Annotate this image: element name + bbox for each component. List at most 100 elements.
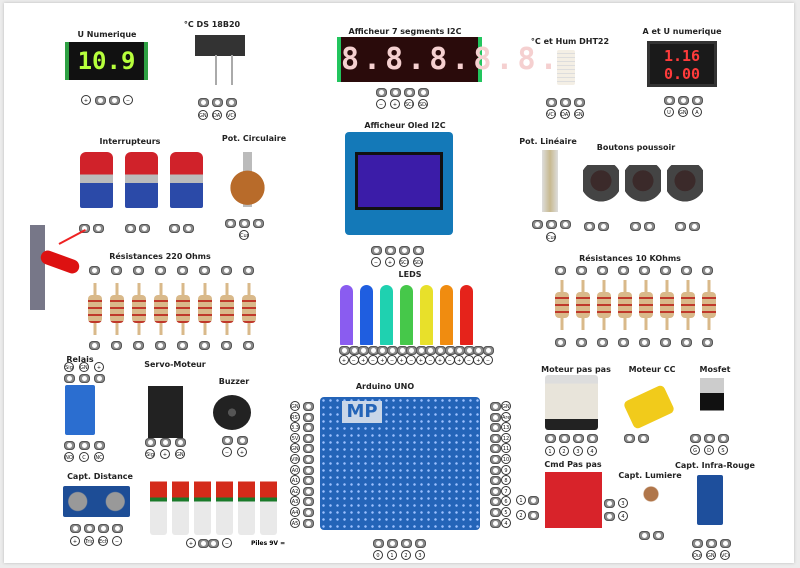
terminal-nut[interactable]	[463, 346, 475, 355]
terminal-nut[interactable]	[198, 98, 209, 107]
terminal-nut[interactable]	[401, 539, 412, 548]
terminal-nut[interactable]	[155, 341, 166, 350]
terminal-nut[interactable]	[690, 434, 701, 443]
terminal-nut[interactable]	[545, 434, 556, 443]
terminal-nut[interactable]	[303, 412, 314, 422]
terminal-nut[interactable]	[639, 338, 650, 347]
terminal-nut[interactable]	[624, 434, 635, 443]
terminal-nut[interactable]	[490, 486, 501, 496]
terminal-nut[interactable]	[576, 338, 587, 347]
terminal-nut[interactable]	[303, 486, 314, 496]
terminal-nut[interactable]	[94, 441, 105, 450]
terminal-nut[interactable]	[660, 338, 671, 347]
terminal-nut[interactable]	[348, 346, 360, 355]
terminal-nut[interactable]	[84, 524, 95, 533]
terminal-nut[interactable]	[597, 266, 608, 275]
terminal-nut[interactable]	[243, 266, 254, 275]
terminal-nut[interactable]	[111, 341, 122, 350]
terminal-nut[interactable]	[79, 224, 90, 233]
terminal-nut[interactable]	[237, 436, 248, 445]
terminal-nut[interactable]	[199, 341, 210, 350]
terminal-nut[interactable]	[604, 499, 615, 508]
terminal-nut[interactable]	[490, 412, 501, 422]
terminal-nut[interactable]	[133, 341, 144, 350]
terminal-nut[interactable]	[93, 224, 104, 233]
terminal-nut[interactable]	[555, 266, 566, 275]
terminal-nut[interactable]	[490, 508, 501, 517]
terminal-nut[interactable]	[560, 98, 571, 107]
terminal-nut[interactable]	[425, 346, 437, 355]
terminal-nut[interactable]	[377, 346, 389, 355]
terminal-nut[interactable]	[638, 434, 649, 443]
terminal-nut[interactable]	[718, 434, 729, 443]
terminal-nut[interactable]	[473, 346, 485, 355]
terminal-nut[interactable]	[444, 346, 456, 355]
terminal-nut[interactable]	[644, 222, 655, 231]
terminal-nut[interactable]	[584, 222, 595, 231]
terminal-nut[interactable]	[303, 497, 314, 507]
terminal-nut[interactable]	[208, 539, 219, 548]
terminal-nut[interactable]	[376, 88, 387, 97]
terminal-nut[interactable]	[79, 441, 90, 450]
terminal-nut[interactable]	[175, 438, 186, 447]
terminal-nut[interactable]	[155, 266, 166, 275]
terminal-nut[interactable]	[598, 222, 609, 231]
terminal-nut[interactable]	[574, 98, 585, 107]
terminal-nut[interactable]	[303, 518, 314, 528]
terminal-nut[interactable]	[253, 219, 264, 228]
terminal-nut[interactable]	[675, 222, 686, 231]
terminal-nut[interactable]	[303, 455, 314, 464]
terminal-nut[interactable]	[597, 338, 608, 347]
terminal-nut[interactable]	[212, 98, 223, 107]
terminal-nut[interactable]	[706, 539, 717, 548]
terminal-nut[interactable]	[702, 338, 713, 347]
terminal-nut[interactable]	[89, 341, 100, 350]
terminal-nut[interactable]	[358, 346, 370, 355]
terminal-nut[interactable]	[95, 96, 106, 105]
terminal-nut[interactable]	[689, 222, 700, 231]
terminal-nut[interactable]	[94, 374, 105, 383]
terminal-nut[interactable]	[303, 508, 314, 517]
terminal-nut[interactable]	[303, 444, 314, 454]
terminal-nut[interactable]	[406, 346, 418, 355]
terminal-nut[interactable]	[199, 266, 210, 275]
terminal-nut[interactable]	[664, 96, 675, 105]
terminal-nut[interactable]	[435, 346, 446, 355]
terminal-nut[interactable]	[490, 518, 501, 528]
terminal-nut[interactable]	[385, 246, 396, 255]
terminal-nut[interactable]	[111, 266, 122, 275]
terminal-nut[interactable]	[660, 266, 671, 275]
terminal-nut[interactable]	[109, 96, 120, 105]
terminal-nut[interactable]	[720, 539, 731, 548]
terminal-nut[interactable]	[413, 246, 424, 255]
terminal-nut[interactable]	[160, 438, 171, 447]
terminal-nut[interactable]	[490, 444, 501, 454]
terminal-nut[interactable]	[387, 346, 398, 355]
terminal-nut[interactable]	[70, 524, 81, 533]
terminal-nut[interactable]	[303, 433, 314, 443]
terminal-nut[interactable]	[89, 266, 100, 275]
terminal-nut[interactable]	[387, 539, 398, 548]
terminal-nut[interactable]	[490, 465, 501, 475]
terminal-nut[interactable]	[169, 224, 180, 233]
terminal-nut[interactable]	[618, 338, 629, 347]
terminal-nut[interactable]	[528, 496, 539, 505]
terminal-nut[interactable]	[483, 346, 494, 355]
terminal-nut[interactable]	[226, 98, 237, 107]
terminal-nut[interactable]	[604, 512, 615, 521]
terminal-nut[interactable]	[560, 220, 571, 229]
terminal-nut[interactable]	[573, 434, 584, 443]
terminal-nut[interactable]	[490, 455, 501, 464]
terminal-nut[interactable]	[221, 341, 232, 350]
terminal-nut[interactable]	[303, 402, 314, 411]
terminal-nut[interactable]	[303, 423, 314, 433]
terminal-nut[interactable]	[555, 338, 566, 347]
terminal-nut[interactable]	[64, 441, 75, 450]
terminal-nut[interactable]	[79, 374, 90, 383]
terminal-nut[interactable]	[576, 266, 587, 275]
terminal-nut[interactable]	[528, 511, 539, 520]
terminal-nut[interactable]	[702, 266, 713, 275]
terminal-nut[interactable]	[546, 98, 557, 107]
terminal-nut[interactable]	[339, 346, 350, 355]
terminal-nut[interactable]	[415, 539, 426, 548]
